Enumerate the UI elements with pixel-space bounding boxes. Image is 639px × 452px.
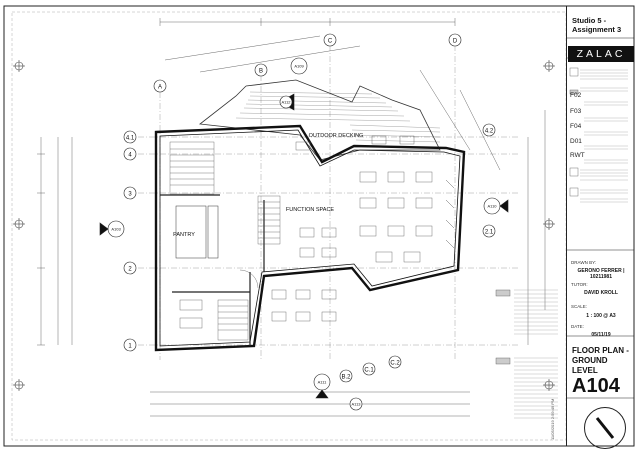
building-outer-wall bbox=[154, 124, 466, 352]
legend-code-f03: F03 bbox=[570, 108, 582, 115]
legend-code-f02: F02 bbox=[570, 92, 582, 99]
decking-boards bbox=[235, 91, 441, 143]
scale-label: SCALE: bbox=[571, 304, 588, 309]
studio-logo: ZALAC bbox=[568, 46, 634, 62]
furniture bbox=[179, 135, 433, 329]
tutor-label: TUTOR: bbox=[571, 282, 588, 287]
tag-a109: A109 bbox=[294, 64, 304, 69]
legend-code-f04: F04 bbox=[570, 123, 582, 130]
grid-label-1: 1 bbox=[128, 344, 132, 350]
drawn-by-value: GERONO FERRER | 10211981 bbox=[577, 268, 625, 280]
tag-a111: A111 bbox=[318, 380, 328, 385]
room-label-function: FUNCTION SPACE bbox=[286, 207, 335, 213]
pantry-counter bbox=[175, 205, 219, 259]
section-tags bbox=[99, 57, 509, 411]
grid-label-b-2: B.2 bbox=[341, 375, 351, 381]
legend-swatches bbox=[495, 67, 579, 365]
tag-a113: A113 bbox=[351, 402, 361, 407]
grid-label-b: B bbox=[259, 69, 263, 75]
tutor-value: DAVID KROLL bbox=[584, 290, 618, 296]
grid-label-d: D bbox=[453, 39, 458, 45]
sheet-title: FLOOR PLAN - GROUND LEVEL bbox=[572, 346, 629, 375]
decking-outline bbox=[198, 79, 441, 161]
sheet-border bbox=[3, 5, 635, 447]
grid-label-c: C bbox=[328, 39, 333, 45]
grid-bubbles bbox=[123, 33, 496, 383]
title-block: Studio 5 - Assignment 3 ZALAC F02 F03 F0… bbox=[566, 6, 635, 449]
legend-code-rwt: RWT bbox=[570, 152, 585, 159]
grid-label-c-2: C.2 bbox=[390, 361, 400, 367]
stairs bbox=[169, 141, 281, 341]
grid-label-3: 3 bbox=[128, 192, 132, 198]
course-title: Studio 5 - Assignment 3 bbox=[572, 16, 622, 34]
print-timestamp: 11/05/2019 2:59:49 PM bbox=[550, 398, 555, 440]
note-text-lines bbox=[514, 69, 628, 419]
tag-a103: A103 bbox=[111, 227, 121, 232]
grid-lines bbox=[138, 45, 520, 360]
date-value: 05/11/19 bbox=[591, 332, 611, 338]
north-arrow-icon bbox=[584, 407, 626, 449]
interior-walls bbox=[160, 194, 265, 346]
grid-label-a: A bbox=[158, 85, 162, 91]
date-label: DATE: bbox=[571, 324, 584, 329]
sheet-number: A104 bbox=[572, 375, 620, 397]
room-label-pantry: PANTRY bbox=[173, 232, 195, 238]
tag-a110: A110 bbox=[487, 204, 497, 209]
grid-label-4: 4 bbox=[128, 153, 132, 159]
grid-label-4-2: 4.2 bbox=[485, 129, 494, 135]
wall-hatching bbox=[445, 179, 455, 249]
drawn-by-label: DRAWN BY: bbox=[571, 260, 597, 265]
registration-marks bbox=[13, 60, 555, 391]
grid-label-2-1: 2.1 bbox=[485, 230, 494, 236]
grid-label-4-1: 4.1 bbox=[126, 136, 135, 142]
legend-code-d01: D01 bbox=[570, 138, 582, 145]
room-label-decking: OUTDOOR DECKING bbox=[309, 133, 364, 139]
grid-label-2: 2 bbox=[128, 267, 132, 273]
door-swing bbox=[239, 269, 259, 289]
drawing-frame bbox=[11, 11, 567, 441]
dimension-lines bbox=[37, 18, 546, 417]
grid-label-c-1: C.1 bbox=[364, 368, 374, 374]
tag-a112: A112 bbox=[281, 100, 291, 105]
scale-value: 1 : 100 @ A3 bbox=[586, 313, 616, 319]
